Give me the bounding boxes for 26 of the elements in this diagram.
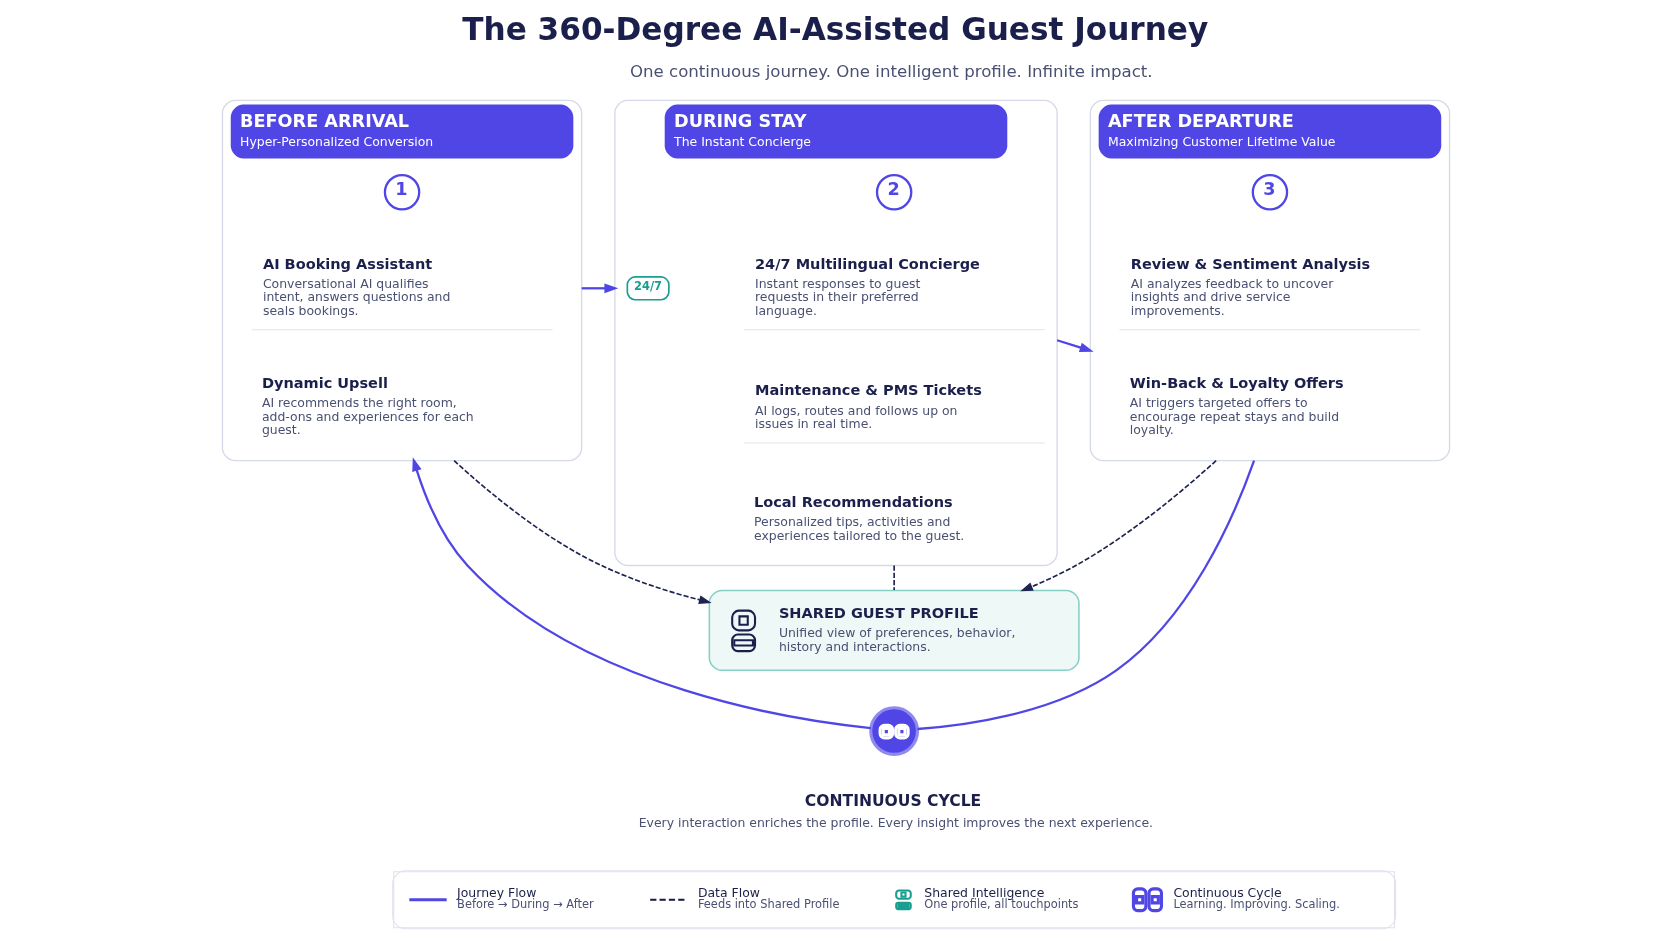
node-circle: 3 [1251, 174, 1289, 211]
label: Learning. Improving. Scaling. [1173, 897, 1340, 912]
node-text: Dynamic Upsell AI recommends the right room, add-ons and experiences for each guest. [261, 375, 474, 438]
arrow [412, 457, 871, 730]
node-box: 24/7 [626, 276, 670, 301]
node-box: SHARED GUEST PROFILE Unified view of preferences, behavior, history and interactions. [708, 589, 1080, 672]
node-circle: 1 [383, 174, 421, 211]
node-label: CONTINUOUS CYCLE [804, 792, 982, 811]
node-text: Maintenance & PMS Tickets AI logs, routes and follows up on issues in real time. [755, 382, 982, 432]
node-text: AI Booking Assistant Conversational AI qualifies intent, answers questions and seals bookings. [262, 255, 451, 318]
diagram-title: The 360-Degree AI-Assisted Guest Journey [462, 11, 1209, 48]
label: Feeds into Shared Profile [697, 897, 840, 912]
connector [893, 564, 895, 591]
node-text: Review & Sentiment Analysis AI analyzes feedback to uncover insights and drive service improvements. [1130, 255, 1371, 318]
label: One continuous journey. One intelligent profile. Infinite impact. [629, 62, 1153, 82]
arrow [581, 283, 619, 294]
arrow [1056, 339, 1094, 353]
node-text: Win-Back & Loyalty Offers AI triggers targeted offers to encourage repeat stays and build loyalty. [1129, 375, 1344, 438]
arrow [453, 459, 712, 605]
node-circle [869, 706, 920, 756]
connector [917, 460, 1256, 731]
node-text: Local Recommendations Personalized tips, activities and experiences tailored to the guest. [753, 494, 965, 543]
node-label: Every interaction enriches the profile. Every insight improves the next experience. [638, 814, 1154, 830]
arrow [1020, 459, 1217, 592]
node-circle: 2 [875, 174, 913, 211]
node-text: 24/7 Multilingual Concierge Instant responses to guest requests in their preferred language. [755, 255, 980, 318]
